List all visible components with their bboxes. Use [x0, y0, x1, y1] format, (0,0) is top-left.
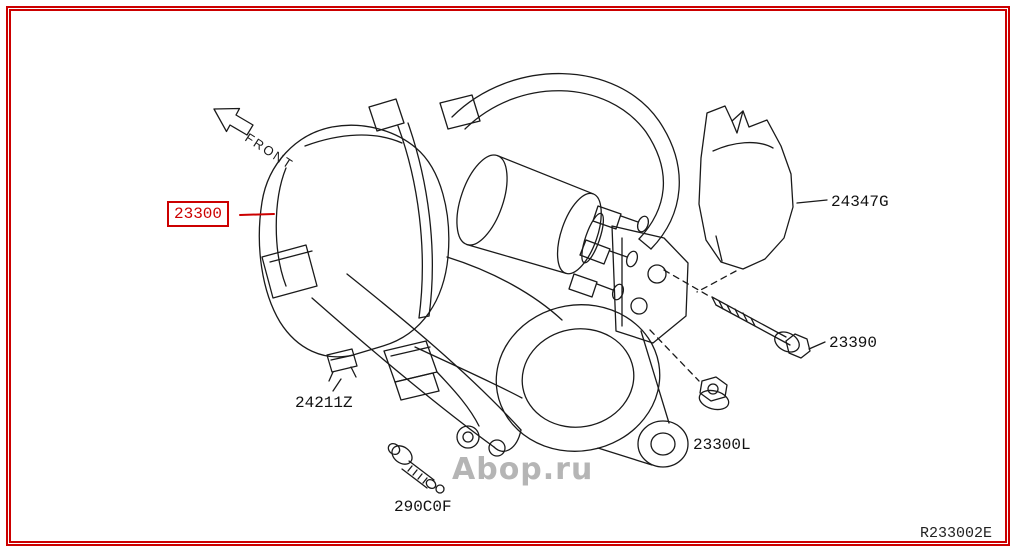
watermark: Abop.ru	[452, 452, 594, 487]
assembly-dashed-lines	[649, 269, 737, 382]
starter-motor-drawing	[258, 72, 689, 468]
highlight-leader-line	[239, 213, 275, 216]
part-label-23300L[interactable]: 23300L	[693, 436, 751, 454]
part-label-24211Z[interactable]: 24211Z	[295, 394, 353, 412]
bolt-drawing	[711, 296, 811, 359]
front-label: FRONT	[242, 130, 296, 172]
part-label-24347G[interactable]: 24347G	[831, 193, 889, 211]
harness-clip-drawing	[326, 348, 358, 392]
nut-drawing	[698, 376, 730, 411]
screw-drawing	[387, 442, 445, 494]
part-label-23390[interactable]: 23390	[829, 334, 878, 352]
diagram-ref-code: R233002E	[920, 525, 993, 542]
leader-lines	[796, 199, 828, 350]
front-arrow-icon	[213, 107, 254, 136]
cover-drawing	[698, 105, 794, 270]
part-label-23300[interactable]: 23300	[167, 201, 230, 227]
part-label-290C0F[interactable]: 290C0F	[394, 498, 452, 516]
